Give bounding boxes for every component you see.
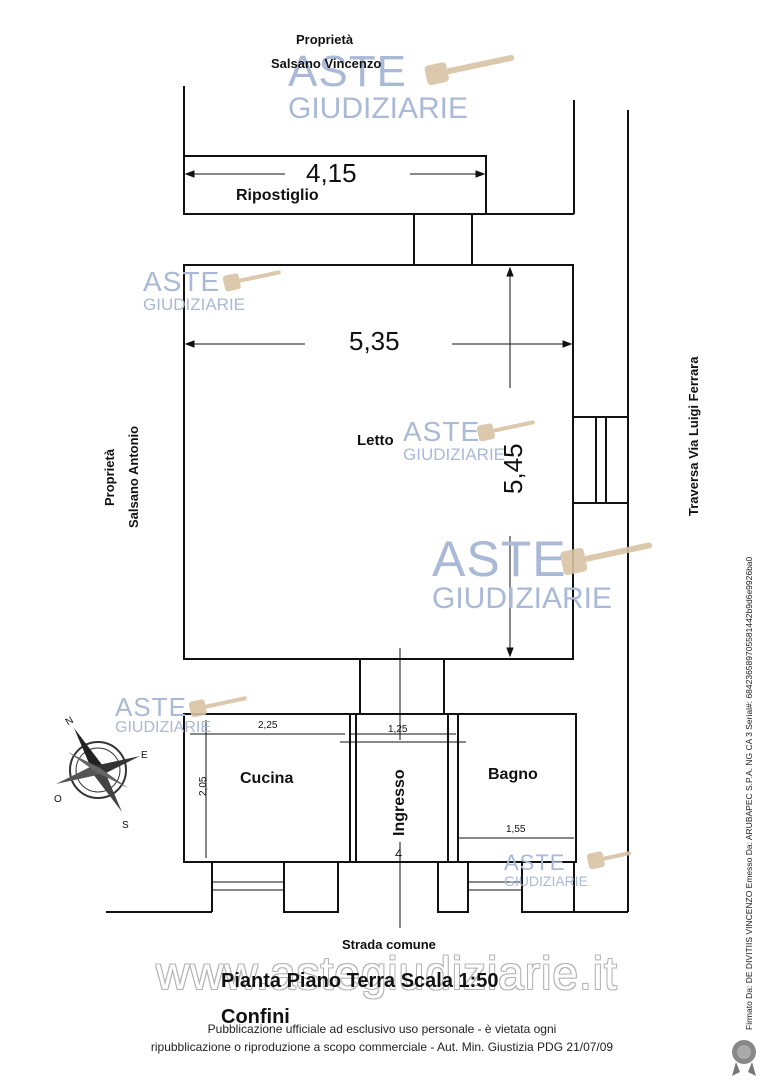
arrow-head [475, 170, 486, 178]
watermark-giudiziarie-word: GIUDIZIARIE [403, 445, 506, 464]
ingresso-marker: 4 [395, 846, 403, 861]
arrow-head [562, 340, 573, 348]
watermark-aste: ASTE GIUDIZIARIE [432, 534, 612, 614]
watermark-giudiziarie-word: GIUDIZIARIE [432, 582, 613, 615]
bottom-street-label: Strada comune [342, 937, 436, 952]
dim-letto-width: 5,35 [349, 326, 400, 356]
watermark-aste-word: ASTE [143, 266, 221, 297]
watermark-aste-word: ASTE [403, 416, 481, 447]
room-ripostiglio: Ripostiglio [236, 187, 319, 204]
room-letto: Letto [357, 432, 394, 449]
front-pillar [521, 861, 575, 913]
watermark-aste: ASTE GIUDIZIARIE [504, 850, 589, 889]
plan-title: Pianta Piano Terra Scala 1:50 [221, 970, 499, 992]
top-neighbor-line1: Proprietà [296, 32, 354, 47]
arrow-head [506, 266, 514, 277]
compass-o: O [54, 794, 62, 805]
corridor-wall [413, 213, 473, 266]
footer-line1: Pubblicazione ufficiale ad esclusivo uso… [207, 1022, 557, 1036]
dim-cucina-width: 2,25 [258, 720, 278, 731]
watermark-aste: ASTE GIUDIZIARIE [115, 694, 211, 736]
compass-s: S [122, 820, 129, 831]
watermark-giudiziarie-word: GIUDIZIARIE [143, 295, 246, 314]
footer-line2: ripubblicazione o riproduzione a scopo c… [150, 1040, 614, 1054]
digital-signature: Firmato Da: DE DIVITIIS VINCENZO Emesso … [744, 556, 754, 1030]
watermark-aste: ASTE GIUDIZIARIE [143, 266, 246, 314]
watermark-site: www.astegiudiziarie.it [156, 947, 618, 999]
room-ingresso: Ingresso [391, 769, 408, 836]
watermark-aste: ASTE GIUDIZIARIE [403, 416, 506, 464]
room-cucina: Cucina [240, 770, 294, 787]
gavel-watermarks [188, 54, 653, 870]
left-neighbor-line1: Proprietà [102, 448, 117, 506]
dim-ingresso-width: 1,25 [388, 724, 408, 735]
watermark-aste-word: ASTE [115, 692, 187, 722]
arrow-head [184, 340, 195, 348]
ripostiglio-wall [183, 155, 487, 215]
watermark-aste-word: ASTE [288, 47, 407, 96]
plan-subtitle: Confini [221, 1006, 290, 1028]
dim-ripostiglio-width: 4,15 [306, 158, 357, 188]
dim-cucina-depth: 2,05 [198, 776, 209, 796]
front-pillar [283, 861, 339, 913]
front-pillar [437, 861, 469, 913]
room-bagno: Bagno [488, 766, 538, 783]
dim-bagno-width: 1,55 [506, 824, 526, 835]
watermark-giudiziarie-word: GIUDIZIARIE [504, 873, 589, 889]
arrow-head [184, 170, 195, 178]
compass-e: E [141, 750, 148, 761]
left-neighbor-line2: Salsano Antonio [126, 425, 141, 528]
compass-rose [56, 728, 140, 812]
seal-icon [732, 1040, 756, 1076]
watermark-aste-word: ASTE [432, 531, 567, 587]
dim-letto-depth: 5,45 [498, 443, 528, 494]
watermark-aste-word: ASTE [504, 850, 566, 875]
window-right [572, 416, 629, 504]
watermark-giudiziarie-word: GIUDIZIARIE [288, 92, 469, 125]
watermark-aste: ASTE GIUDIZIARIE [288, 50, 468, 124]
top-neighbor-line2: Salsano Vincenzo [271, 56, 382, 71]
arrow-head [506, 647, 514, 658]
right-street-label: Traversa Via Luigi Ferrara [686, 356, 701, 516]
watermark-giudiziarie-word: GIUDIZIARIE [115, 719, 212, 736]
bottom-block-wall [183, 713, 577, 863]
